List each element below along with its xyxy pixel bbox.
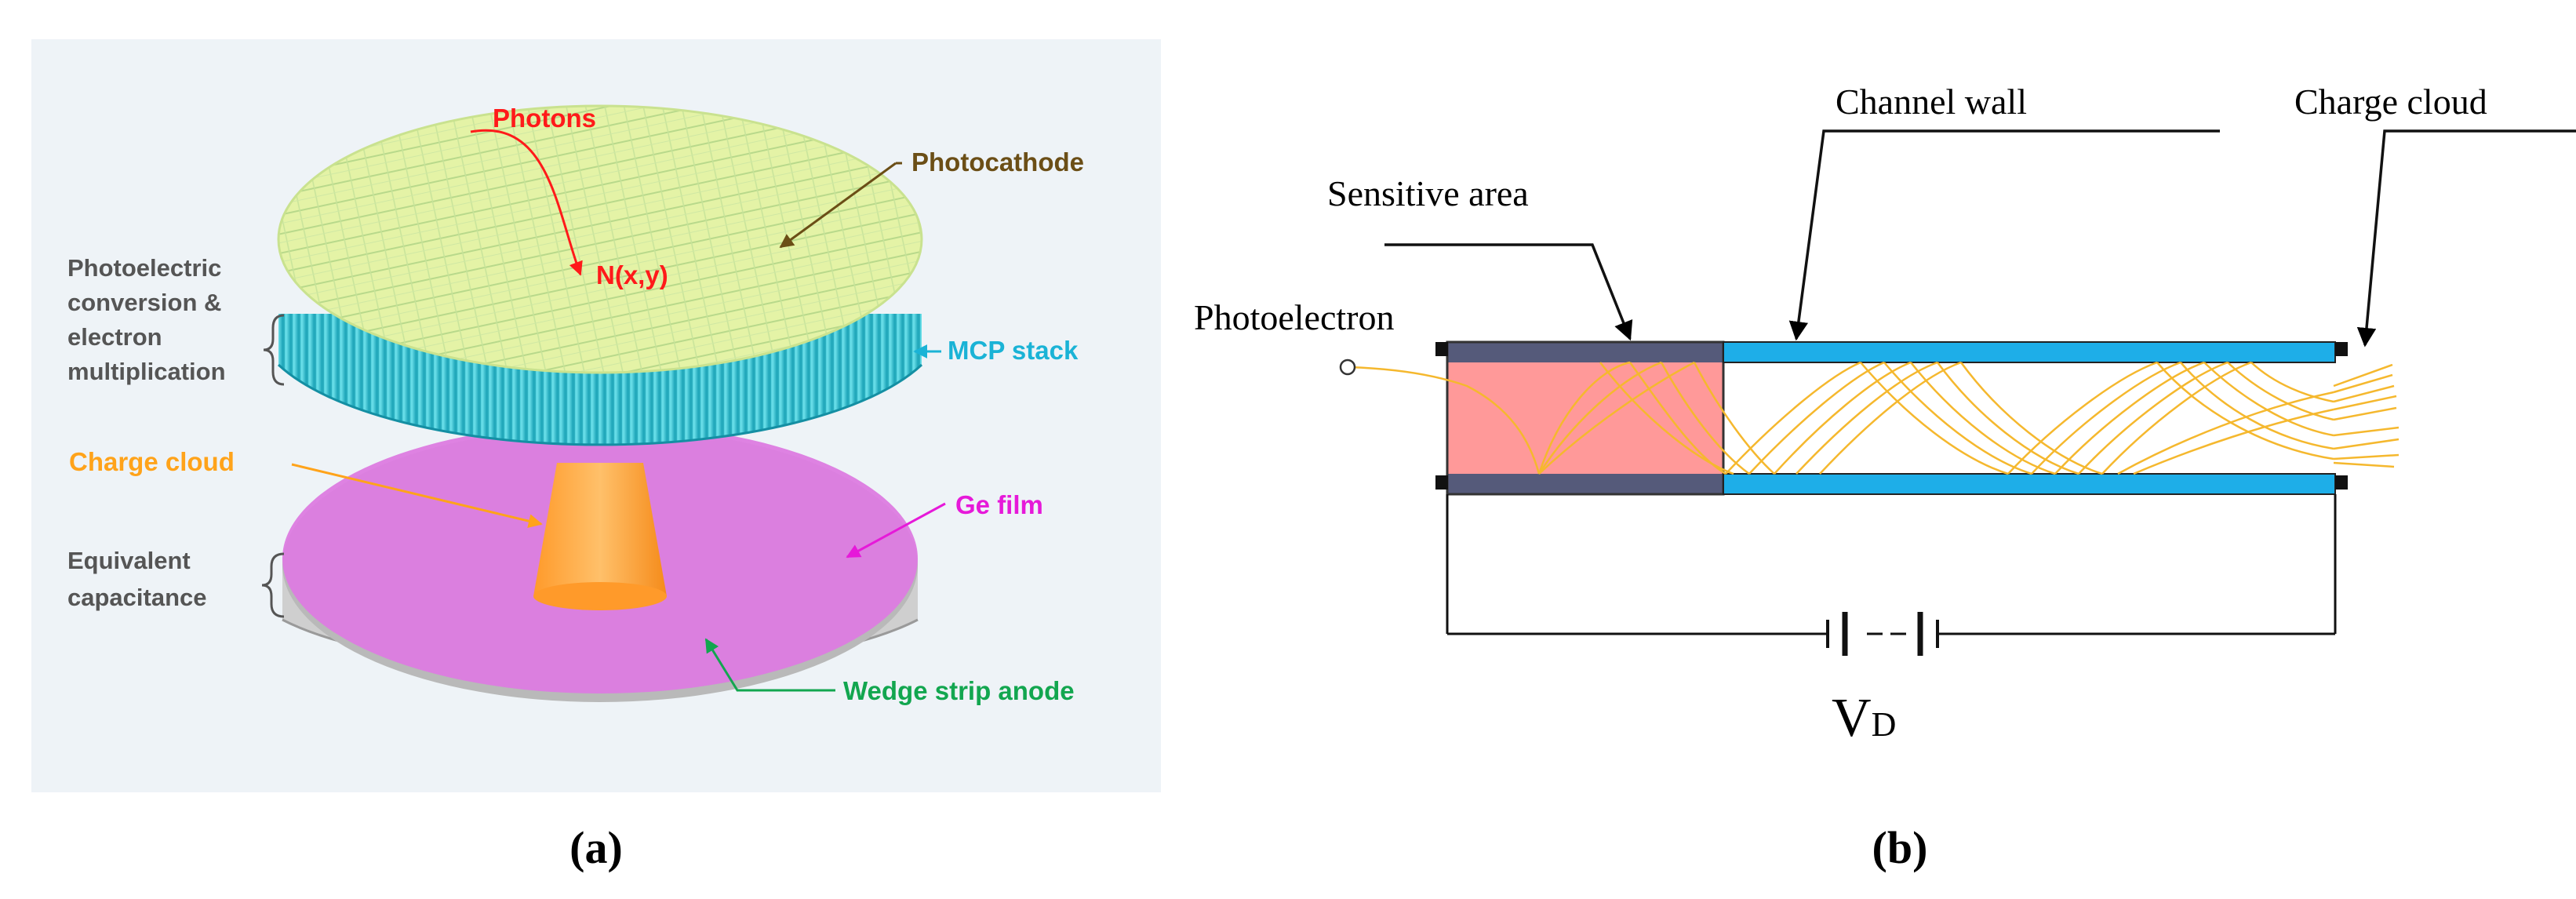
- svg-text:conversion &: conversion &: [67, 289, 221, 316]
- photons-label: Photons: [493, 104, 596, 133]
- battery-symbol: [1826, 612, 1949, 656]
- sensitive-area-fill: [1447, 344, 1723, 493]
- charge-cloud-arrow: [291, 463, 543, 528]
- photoelectron-source: [1339, 359, 1356, 376]
- equivalent-bracket: [261, 552, 285, 618]
- channel-wall-label: Channel wall: [1836, 82, 2027, 122]
- charge-cloud-cone: [533, 463, 667, 596]
- photoelectric-bracket: [263, 314, 285, 386]
- electrode-cap-top-right: [2335, 342, 2348, 356]
- electrode-cap-bottom-right: [2335, 475, 2348, 490]
- svg-text:Equivalent: Equivalent: [67, 547, 191, 574]
- photons-arrow: [470, 129, 583, 276]
- sensitive-area-wall-top: [1447, 342, 1723, 362]
- caption-a: (a): [569, 822, 623, 873]
- svg-text:multiplication: multiplication: [67, 358, 226, 385]
- point-label: N(x,y): [596, 260, 668, 289]
- photocathode-disk: [277, 104, 923, 374]
- photocathode-arrow: [779, 162, 897, 249]
- photoelectric-label: Photoelectric conversion & electron mult…: [67, 254, 226, 385]
- mcp-stack-label: MCP stack: [948, 336, 1079, 365]
- photoelectron-label: Photoelectron: [1194, 297, 1395, 337]
- charge-cloud-b-leader: [2356, 129, 2576, 348]
- equivalent-capacitance-label: Equivalent capacitance: [67, 547, 207, 611]
- panel-a: Photons N(x,y) Photocathode Photoelectri…: [31, 39, 1161, 873]
- sensitive-area-leader: [1384, 243, 1633, 341]
- sensitive-area-wall-bottom: [1447, 474, 1723, 494]
- bias-circuit: [1446, 494, 2337, 635]
- channel-wall-leader: [1788, 129, 2220, 341]
- ge-film-arrow: [846, 502, 946, 559]
- sensitive-area-frame: [1446, 340, 1725, 496]
- electrode-cap-top-left: [1435, 342, 1448, 356]
- svg-text:capacitance: capacitance: [67, 584, 207, 611]
- panel-b: VD Channel wall Charge cloud Sensitive a…: [1194, 82, 2576, 873]
- wedge-anode-label: Wedge strip anode: [843, 676, 1075, 705]
- voltage-label: VD: [1832, 688, 1896, 748]
- channel-wall-bottom: [1723, 473, 2336, 495]
- electrode-cap-bottom-left: [1435, 475, 1448, 490]
- wedge-anode-arrow: [704, 638, 835, 692]
- charge-cloud-base: [533, 582, 667, 610]
- caption-b: (b): [1872, 822, 1928, 873]
- svg-text:electron: electron: [67, 323, 162, 351]
- charge-cloud-b-label: Charge cloud: [2294, 82, 2487, 122]
- sensitive-area-label: Sensitive area: [1327, 173, 1529, 213]
- photocathode-label: Photocathode: [911, 147, 1084, 177]
- electron-trajectories: [1348, 361, 2400, 475]
- svg-text:Photoelectric: Photoelectric: [67, 254, 221, 282]
- channel-wall-top: [1723, 341, 2336, 363]
- ge-film-label: Ge film: [955, 490, 1043, 519]
- charge-cloud-label: Charge cloud: [69, 447, 235, 476]
